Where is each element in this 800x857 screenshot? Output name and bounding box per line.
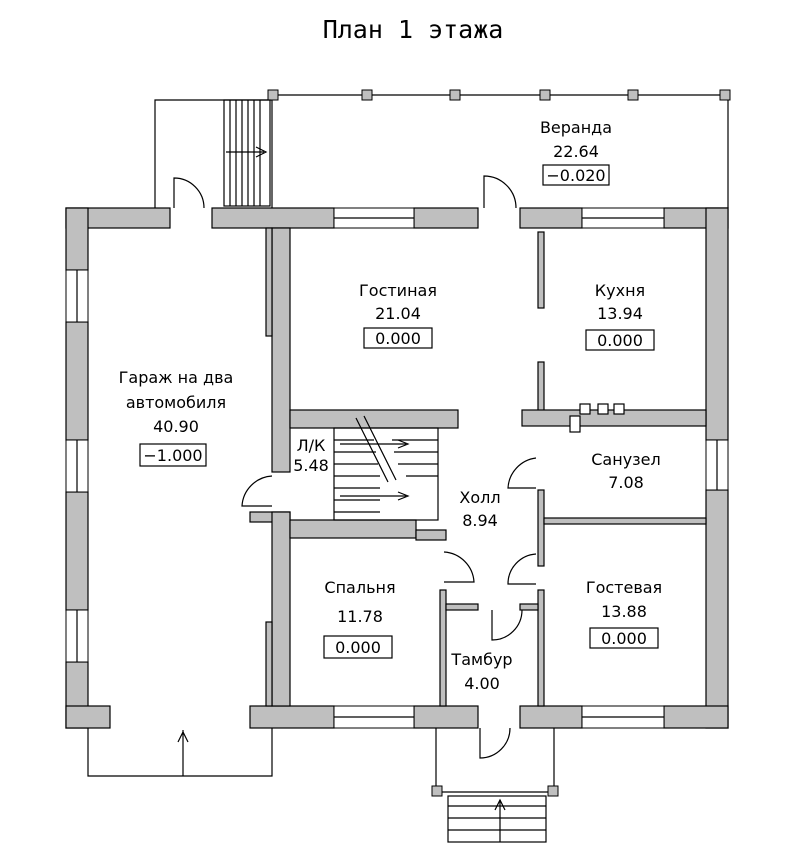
plumbing-fixtures [569, 403, 625, 433]
room-name: Гостиная [359, 281, 437, 300]
room-name: Санузел [591, 450, 660, 469]
room-name: Спальня [324, 578, 395, 597]
windows [65, 207, 729, 729]
room-name: Холл [459, 488, 500, 507]
level-box [323, 635, 393, 659]
room-name-line2: автомобиля [126, 393, 226, 412]
room-name: Тамбур [450, 650, 512, 669]
veranda-structure [154, 89, 731, 210]
room-name: Веранда [540, 118, 612, 137]
exterior-walls [65, 207, 729, 729]
room-area: 13.94 [597, 304, 643, 323]
room-name: Гостевая [586, 578, 662, 597]
interior-walls [249, 227, 707, 707]
room-stair: Л/К 5.48 [293, 436, 329, 475]
plan-title: План 1 этажа [323, 15, 504, 44]
room-bathroom: Санузел 7.08 [591, 450, 660, 492]
internal-staircase [333, 415, 439, 521]
level-box [585, 329, 655, 351]
room-area: 11.78 [337, 607, 383, 626]
room-name: Л/К [297, 436, 326, 455]
level-box [542, 164, 610, 186]
room-garage: Гараж на два автомобиля 40.90 −1.000 [119, 368, 234, 467]
room-area: 13.88 [601, 602, 647, 621]
room-guest: Гостевая 13.88 0.000 [586, 578, 662, 649]
level-box [363, 327, 433, 349]
room-level: 0.000 [375, 329, 421, 348]
room-area: 8.94 [462, 511, 498, 530]
room-level: 0.000 [597, 331, 643, 350]
room-area: 4.00 [464, 674, 500, 693]
room-area: 40.90 [153, 417, 199, 436]
room-hall: Холл 8.94 [459, 488, 500, 530]
level-box [589, 627, 659, 649]
room-name: Кухня [595, 281, 645, 300]
room-level: 0.000 [335, 638, 381, 657]
room-veranda: Веранда 22.64 −0.020 [540, 118, 612, 186]
doors [173, 175, 537, 759]
room-bedroom: Спальня 11.78 0.000 [323, 578, 396, 659]
room-area: 7.08 [608, 473, 644, 492]
porch-elements [87, 728, 559, 843]
room-area: 5.48 [293, 456, 329, 475]
room-area: 22.64 [553, 142, 599, 161]
room-living: Гостиная 21.04 0.000 [359, 281, 437, 349]
room-kitchen: Кухня 13.94 0.000 [585, 281, 655, 351]
room-level: −1.000 [143, 446, 202, 465]
room-level: −0.020 [546, 166, 605, 185]
level-box [139, 443, 207, 467]
room-name-line1: Гараж на два [119, 368, 234, 387]
room-area: 21.04 [375, 304, 421, 323]
room-level: 0.000 [601, 629, 647, 648]
veranda-stairs [223, 99, 271, 207]
room-vestibule: Тамбур 4.00 [450, 650, 512, 693]
